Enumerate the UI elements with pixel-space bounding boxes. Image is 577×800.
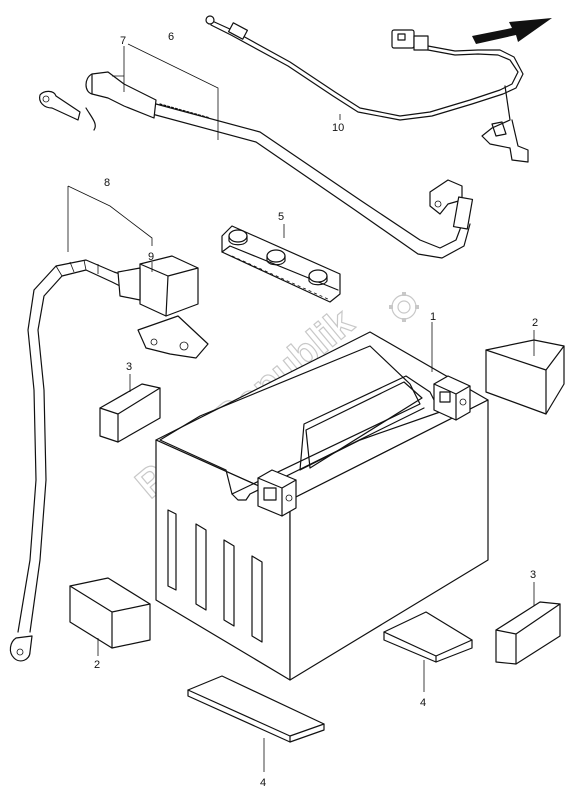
pad-2-upper — [485, 339, 565, 415]
gear-icon — [389, 292, 419, 322]
callout-1: 1 — [430, 311, 436, 323]
callout-5: 5 — [278, 211, 284, 223]
leader-lines — [67, 43, 535, 772]
terminal-plate — [221, 225, 341, 303]
callout-2-lower: 2 — [94, 659, 100, 671]
callout-10: 10 — [332, 122, 344, 134]
callout-3-left: 3 — [126, 361, 132, 373]
callout-9: 9 — [148, 251, 154, 263]
arrow-icon — [472, 18, 552, 44]
callout-8: 8 — [104, 177, 110, 189]
callout-4-bottom: 4 — [260, 777, 266, 789]
negative-ring-terminal — [9, 635, 33, 662]
sheet-4-bottom — [187, 675, 325, 743]
pad-3-left — [99, 383, 161, 443]
negative-cable — [9, 255, 209, 662]
battery — [155, 331, 489, 681]
cable-ring-terminal — [39, 90, 81, 121]
callout-7: 7 — [120, 35, 126, 47]
harness-cable — [205, 15, 529, 163]
callouts: 6 7 10 8 9 5 1 2 3 2 3 4 4 — [94, 31, 538, 789]
pad-3-right — [495, 601, 561, 665]
callout-3-right: 3 — [530, 569, 536, 581]
callout-4-right: 4 — [420, 697, 426, 709]
terminal-cap — [139, 255, 199, 317]
callout-6: 6 — [168, 31, 174, 43]
sheet-4-right — [383, 611, 473, 663]
ring-terminal — [205, 15, 215, 25]
battery-terminal-positive — [433, 375, 471, 421]
callout-2-upper: 2 — [532, 317, 538, 329]
pad-2-lower — [69, 577, 151, 649]
positive-cable — [39, 71, 474, 259]
